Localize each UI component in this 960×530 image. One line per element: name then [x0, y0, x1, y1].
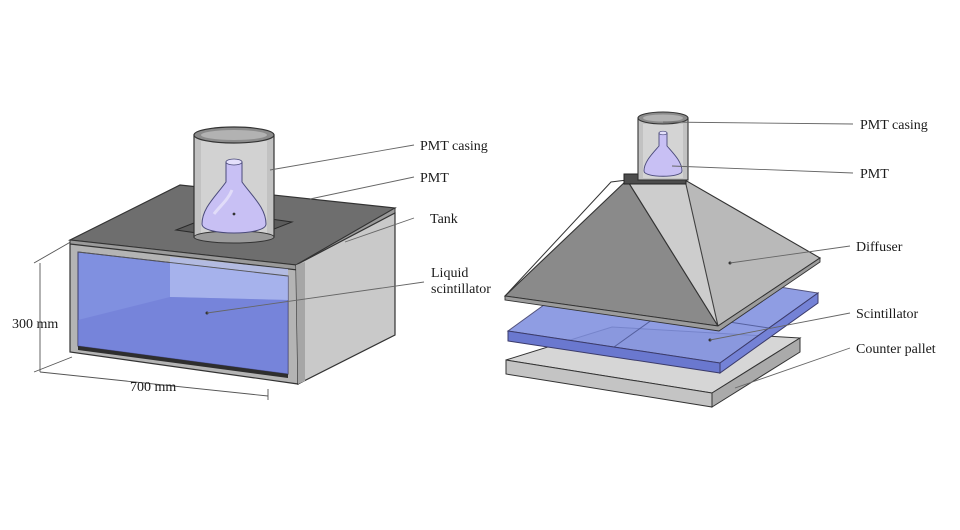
label-right-pmt-casing: PMT casing: [860, 118, 928, 133]
label-diffuser: Diffuser: [856, 240, 903, 255]
label-counter-pallet: Counter pallet: [856, 342, 936, 357]
label-liquid-line2: scintillator: [431, 282, 491, 297]
tank-right-edge: [296, 262, 305, 384]
dimension-lines: [33, 239, 269, 400]
label-pmt-casing: PMT casing: [420, 139, 488, 154]
label-right-pmt: PMT: [860, 167, 889, 182]
liquid-floor: [78, 297, 288, 374]
left-leader-lines: [206, 144, 425, 314]
pmt-bulb: [201, 158, 267, 234]
label-liquid-line1: Liquid: [431, 266, 468, 281]
label-tank: Tank: [430, 212, 458, 227]
label-pmt: PMT: [420, 171, 449, 186]
right-leader-lines: [662, 121, 854, 389]
liquid-back-wall: [170, 257, 288, 300]
tank-detector: PMT casing PMT Tank Liquid scintillator …: [12, 126, 491, 400]
dimension-width-label: 700 mm: [130, 380, 176, 395]
right-pmt-bulb: [643, 130, 683, 177]
tank-bottom-rail: [78, 346, 288, 378]
dimension-height-label: 300 mm: [12, 317, 58, 332]
exploded-detector: PMT casing PMT Diffuser Scintillator Cou…: [503, 111, 936, 408]
diffuser: [503, 179, 822, 332]
label-scintillator: Scintillator: [856, 307, 919, 322]
